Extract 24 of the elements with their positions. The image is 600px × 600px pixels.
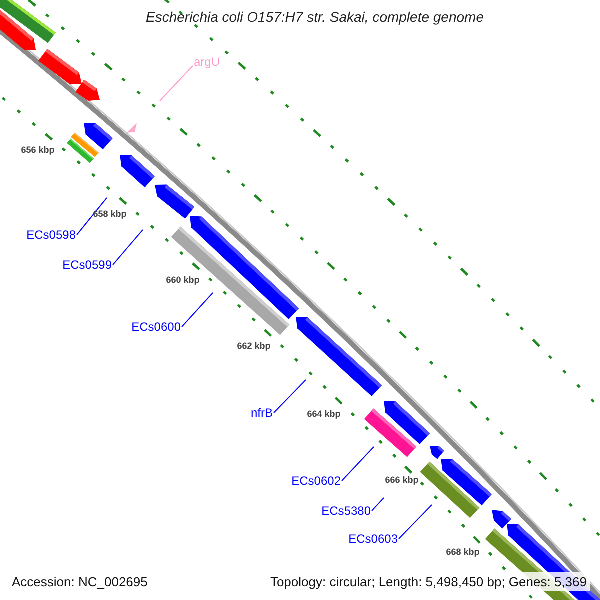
leader-line (182, 292, 214, 328)
gene-label: ECs5380 (322, 504, 371, 518)
scale-label: 662 kbp (237, 341, 271, 351)
leader-line (372, 498, 384, 512)
scale-label: 666 kbp (385, 475, 419, 485)
gene-label: ECs0603 (348, 532, 398, 546)
leader-line (112, 230, 144, 266)
leader-line (274, 380, 306, 414)
leader-line (76, 198, 108, 236)
leader-line (398, 504, 432, 540)
scale-label: 668 kbp (446, 547, 480, 557)
scale-label: 658 kbp (93, 209, 127, 219)
scale-label: 664 kbp (307, 409, 341, 419)
gene-label: argU (194, 55, 220, 69)
title: Escherichia coli O157:H7 str. Sakai, complete genome (146, 9, 484, 25)
gene-label: ECs0598 (26, 228, 76, 242)
gene-label: ECs0600 (132, 320, 181, 334)
leader-line (342, 446, 374, 482)
gene-label: ECs0602 (292, 474, 341, 488)
scale-label: 656 kbp (21, 145, 55, 155)
scale-label: 660 kbp (166, 275, 200, 285)
leader-line (160, 66, 194, 102)
gene-label: nfrB (250, 406, 273, 420)
gene-label: ECs0599 (62, 258, 112, 272)
